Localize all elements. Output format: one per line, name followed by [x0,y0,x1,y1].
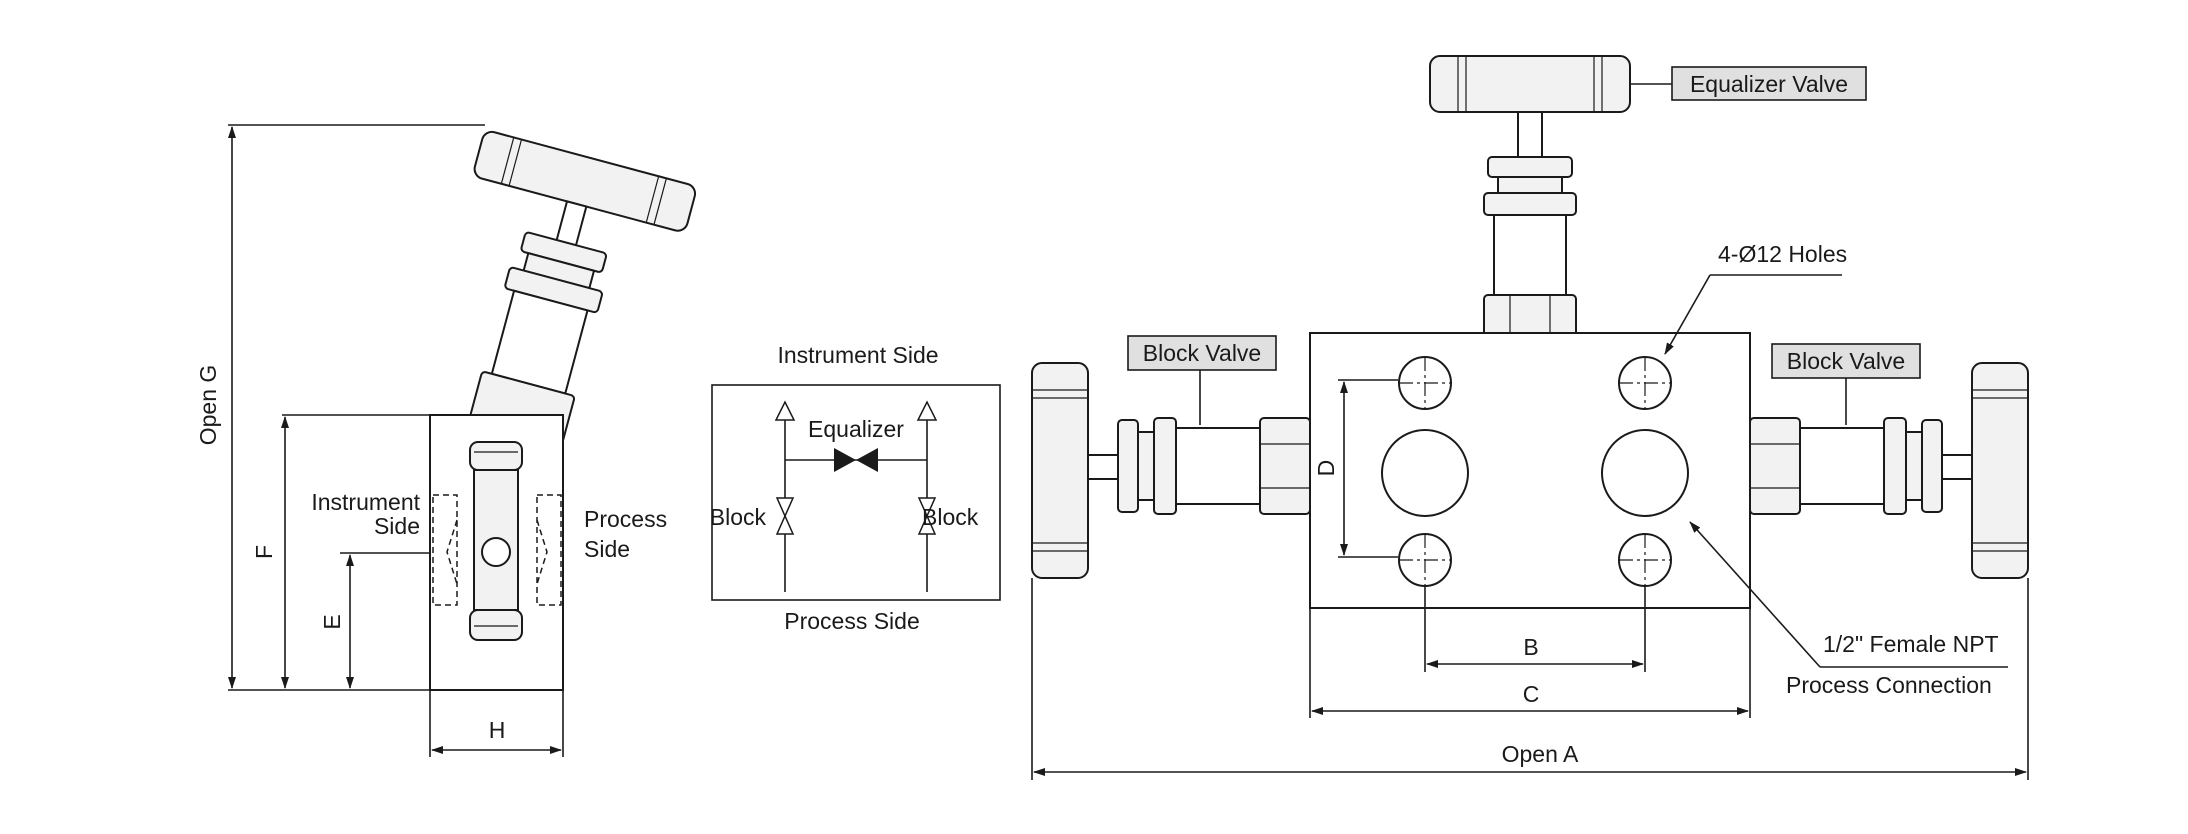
callout-equalizer-valve: Equalizer Valve [1690,71,1848,97]
side-view-handle [469,130,697,445]
callout-block-valve-right: Block Valve [1787,348,1905,374]
dimension-e: E [319,614,345,629]
callout-holes: 4-Ø12 Holes [1718,241,1847,267]
callout-process-connection: Process Connection [1786,672,1992,698]
process-side-label-line1: Process [584,506,667,532]
callout-block-valve-left: Block Valve [1143,340,1261,366]
equalizer-valve [1429,55,1631,358]
instrument-side-label-line1: Instrument [311,489,420,515]
mounting-holes [1398,356,1672,587]
equalizer-valve-symbol [834,448,856,472]
schematic-frame [711,384,1001,601]
instrument-side-label-line2: Side [374,513,420,539]
dimension-d: D [1313,460,1339,477]
schematic-equalizer-label: Equalizer [808,416,904,442]
dimension-c: C [1523,681,1540,707]
callout-female-npt: 1/2" Female NPT [1823,631,1999,657]
dimension-b: B [1523,634,1538,660]
process-side-label-line2: Side [584,536,630,562]
block-valve-symbol-right [917,497,937,518]
schematic-block-label-left: Block [710,504,767,530]
block-valve-right [1749,362,2029,579]
block-valve-left [1031,362,1311,579]
dimension-open-g: Open G [195,365,221,446]
schematic-diagram: Instrument Side Process Side Equalizer B… [710,342,1001,634]
dimension-f: F [251,545,277,559]
schematic-process-side: Process Side [784,608,920,634]
dimension-h: H [489,717,506,743]
side-view: Open G F E H Instrument Side Process Sid… [195,124,697,757]
schematic-block-label-right: Block [922,504,979,530]
front-view: Equalizer Valve Block Valve Block Valve … [1031,55,2029,780]
block-valve-symbol-left [775,497,795,518]
dimension-open-a: Open A [1502,741,1579,767]
schematic-instrument-side: Instrument Side [777,342,938,368]
